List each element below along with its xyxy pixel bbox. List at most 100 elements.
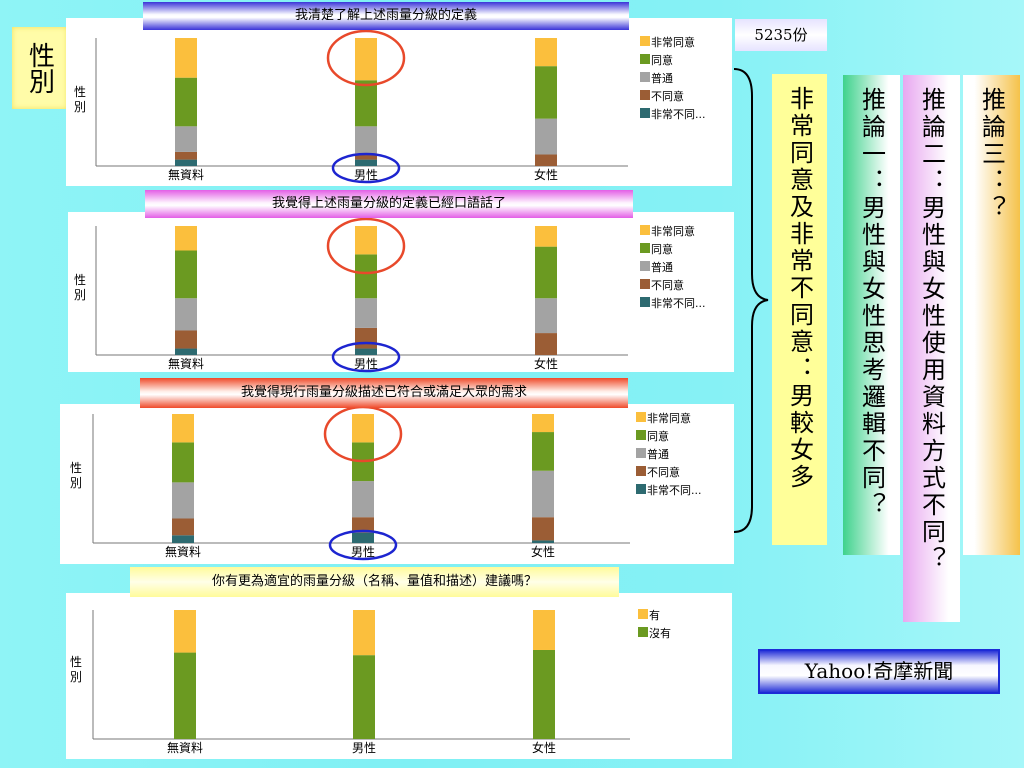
legend-swatch	[636, 466, 646, 476]
y-axis-label: 性	[70, 461, 82, 475]
bar-segment	[175, 330, 197, 349]
y-axis-label: 別	[70, 670, 82, 684]
chart-2-title: 我覺得上述雨量分級的定義已經口語話了	[145, 190, 633, 218]
legend-swatch	[640, 72, 650, 82]
bar-segment	[175, 126, 197, 152]
source-label: Yahoo!奇摩新聞	[760, 651, 998, 692]
x-tick-label: 男性	[354, 168, 378, 182]
legend-label: 非常同意	[647, 411, 691, 425]
legend-label: 非常同意	[651, 35, 695, 49]
inference-3-text: 推論三：？	[977, 87, 1006, 222]
x-tick-label: 女性	[534, 167, 558, 182]
chart-4-title: 你有更為適宜的雨量分級（名稱、量值和描述）建議嗎？	[130, 567, 619, 597]
bar-segment	[353, 610, 375, 656]
x-tick-label: 無資料	[167, 740, 203, 755]
legend-label: 同意	[647, 429, 669, 443]
bar-segment	[533, 610, 555, 650]
bar-segment	[174, 610, 196, 653]
bar-segment	[355, 298, 377, 328]
legend-label: 同意	[651, 53, 673, 67]
legend-swatch	[640, 297, 650, 307]
bar-segment	[355, 38, 377, 81]
x-tick-label: 無資料	[165, 544, 201, 559]
legend-swatch	[640, 108, 650, 118]
bar-segment	[175, 348, 197, 355]
legend-label: 非常同意	[651, 224, 695, 238]
bar-segment	[174, 652, 196, 739]
bar-segment	[355, 126, 377, 154]
legend-label: 非常不同...	[651, 108, 706, 121]
x-tick-label: 男性	[351, 545, 375, 559]
bar-segment	[535, 118, 557, 155]
bar-segment	[175, 250, 197, 299]
bar-segment	[352, 532, 374, 543]
highlight-blue-circle	[331, 341, 401, 373]
bar-segment	[535, 154, 557, 166]
y-axis-label: 性	[74, 85, 86, 99]
legend-label: 非常不同...	[647, 484, 702, 497]
legend-swatch	[640, 261, 650, 271]
legend-label: 不同意	[647, 465, 680, 479]
bar-segment	[172, 482, 194, 519]
side-label-text: 性別	[24, 42, 55, 94]
observation-text: 非常同意及非常不同意：男較女多	[785, 86, 814, 491]
y-axis-label: 別	[74, 100, 86, 114]
bar-segment	[355, 153, 377, 160]
highlight-blue-circle	[328, 529, 398, 561]
bar-segment	[352, 481, 374, 518]
legend-label: 非常不同...	[651, 297, 706, 310]
bar-segment	[172, 414, 194, 443]
bar-segment	[355, 348, 377, 355]
legend-swatch	[636, 448, 646, 458]
bar-segment	[175, 77, 197, 127]
inference-2-text: 推論二：男性與女性使用資料方式不同？	[917, 87, 946, 573]
curly-brace	[733, 68, 769, 533]
x-tick-label: 女性	[534, 356, 558, 371]
observation-box: 非常同意及非常不同意：男較女多	[772, 74, 827, 545]
bar-segment	[533, 649, 555, 739]
bar-segment	[532, 517, 554, 541]
bar-segment	[175, 226, 197, 251]
bar-segment	[355, 254, 377, 299]
y-axis-label: 別	[74, 288, 86, 302]
bar-segment	[352, 517, 374, 533]
bar-segment	[532, 432, 554, 471]
legend-swatch	[636, 484, 646, 494]
bar-segment	[352, 414, 374, 443]
bar-segment	[535, 66, 557, 119]
bar-segment	[355, 226, 377, 255]
highlight-red-circle	[326, 217, 406, 275]
y-axis-label: 性	[70, 655, 82, 669]
bar-segment	[535, 246, 557, 299]
bar-segment	[172, 535, 194, 543]
chart-1-title: 我清楚了解上述雨量分級的定義	[143, 2, 629, 30]
bar-segment	[172, 518, 194, 536]
legend-label: 普通	[651, 260, 673, 274]
legend-swatch	[640, 225, 650, 235]
chart-3-title: 我覺得現行雨量分級描述已符合或滿足大眾的需求	[140, 378, 628, 408]
bar-segment	[175, 298, 197, 331]
bar-segment	[535, 333, 557, 355]
legend-label: 沒有	[649, 626, 671, 640]
x-tick-label: 男性	[352, 741, 376, 755]
bar-segment	[355, 80, 377, 127]
bar-segment	[535, 226, 557, 247]
legend-label: 普通	[651, 71, 673, 85]
legend-swatch	[636, 412, 646, 422]
legend-swatch	[638, 609, 648, 619]
bar-segment	[175, 38, 197, 78]
bar-segment	[355, 159, 377, 166]
legend-label: 同意	[651, 242, 673, 256]
x-tick-label: 男性	[354, 357, 378, 371]
bar-segment	[532, 470, 554, 518]
bar-segment	[535, 38, 557, 67]
bar-segment	[532, 414, 554, 433]
x-tick-label: 女性	[532, 740, 556, 755]
inference-3-box: 推論三：？	[963, 75, 1020, 555]
x-tick-label: 女性	[531, 544, 555, 559]
inference-1-box: 推論一：男性與女性思考邏輯不同？	[843, 75, 900, 555]
source-label-box: Yahoo!奇摩新聞	[758, 649, 1000, 694]
legend-label: 不同意	[651, 278, 684, 292]
y-axis-label: 別	[70, 476, 82, 490]
